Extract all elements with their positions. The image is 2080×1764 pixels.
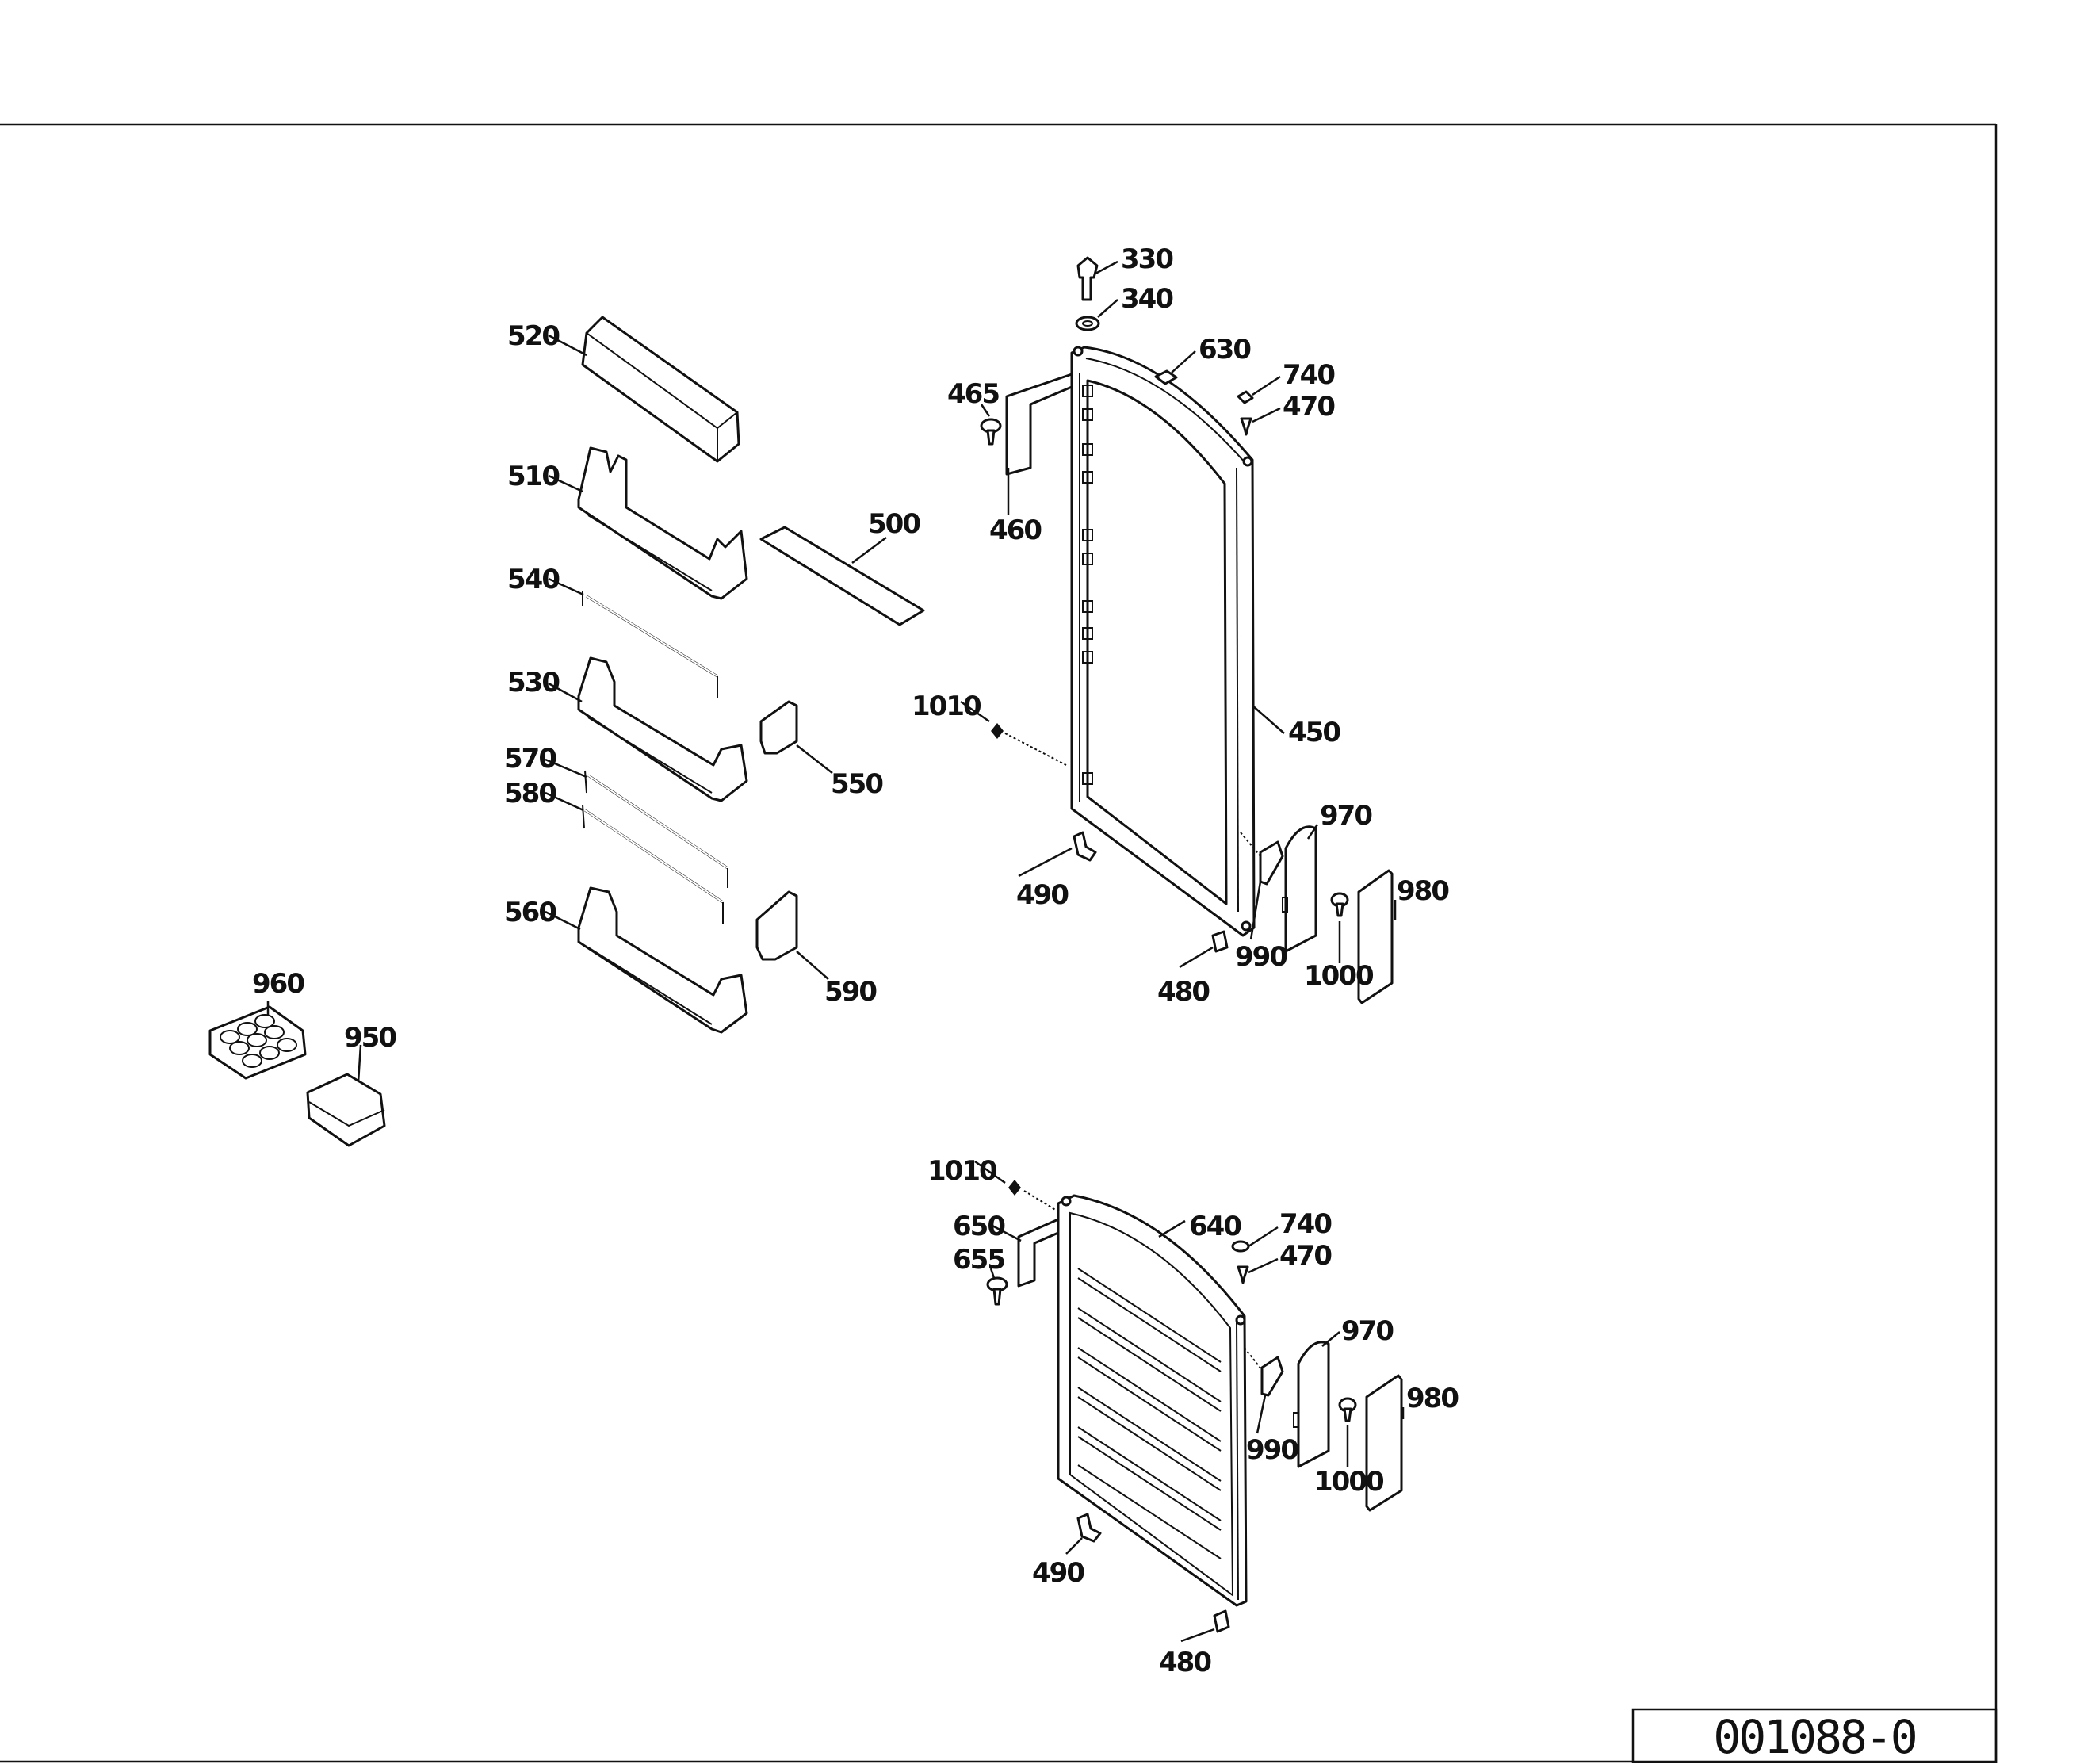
plug-1010b [1008,1180,1021,1196]
upper-door-frame [1070,346,1256,937]
label-550: 550 [831,768,883,800]
label-465: 465 [947,378,999,410]
egg-tray-960 [208,1005,307,1080]
panel-980b [1365,1374,1403,1512]
label-1010-lower: 1010 [927,1155,997,1187]
label-480: 480 [1157,976,1210,1008]
strip-500 [759,526,925,626]
label-580: 580 [504,778,556,809]
hinge-pin-330 [1076,256,1099,301]
screw-470a [1240,417,1252,436]
hinge-990a [1259,840,1284,886]
label-490: 490 [1016,879,1069,911]
screw-1000b [1338,1397,1357,1422]
label-990: 990 [1235,941,1287,973]
label-450: 450 [1288,717,1340,748]
divider-550 [759,700,798,755]
hinge-480a [1211,930,1229,953]
label-490-lower: 490 [1032,1557,1084,1589]
rod-580 [582,804,724,924]
label-980-lower: 980 [1406,1383,1459,1414]
screw-465 [980,418,1002,446]
label-1010: 1010 [912,691,981,722]
screw-470b [1237,1265,1249,1284]
label-520: 520 [507,320,560,352]
hinge-bracket-460 [1005,373,1073,476]
part-labels: 330 340 630 740 470 465 460 520 510 500 … [252,243,1460,1678]
label-970-lower: 970 [1341,1315,1394,1347]
shelf-cover-520 [581,316,740,463]
label-640: 640 [1189,1211,1241,1242]
label-330: 330 [1121,243,1173,275]
label-960: 960 [252,968,304,1000]
divider-590 [755,890,798,961]
label-470: 470 [1283,391,1335,423]
drawing-frame [0,123,1998,1763]
label-510: 510 [507,461,560,492]
plug-1010a [991,723,1004,739]
drawing-number: 001088-0 [1713,1710,1918,1764]
label-970: 970 [1320,800,1372,832]
hinge-bracket-650 [1017,1218,1060,1288]
label-1000: 1000 [1304,960,1374,992]
washer-340 [1075,316,1100,331]
label-500: 500 [868,508,920,540]
plug-740b [1231,1240,1250,1253]
panel-980a [1357,869,1394,1004]
label-630: 630 [1199,334,1251,365]
door-shelf-510 [577,446,748,600]
label-460: 460 [989,515,1042,546]
label-540: 540 [507,564,560,595]
leader-lines [266,260,1405,1643]
label-560: 560 [504,897,556,928]
plug-740a [1237,390,1254,404]
lower-door-frame [1057,1194,1248,1607]
cap-630 [1154,369,1178,385]
label-650: 650 [953,1211,1005,1242]
door-shelf-560 [577,886,748,1034]
label-570: 570 [504,743,556,775]
door-shelf-530 [577,656,748,802]
label-1000-lower: 1000 [1314,1466,1384,1498]
hinge-490b [1076,1513,1102,1543]
label-530: 530 [507,667,560,698]
cover-970a [1284,825,1317,953]
screw-1000a [1330,892,1349,917]
label-470-lower: 470 [1279,1240,1332,1272]
tray-950 [306,1073,386,1147]
hinge-990b [1260,1356,1284,1397]
label-990-lower: 990 [1246,1434,1298,1466]
label-590: 590 [824,976,877,1008]
label-655: 655 [953,1244,1004,1276]
hinge-480b [1213,1609,1230,1633]
label-980: 980 [1397,875,1449,907]
screw-655 [986,1276,1008,1306]
rod-570 [584,770,728,888]
hinge-490a [1072,831,1097,862]
cover-970b [1297,1341,1330,1468]
label-740-lower: 740 [1279,1208,1332,1240]
label-740: 740 [1283,359,1335,391]
label-480-lower: 480 [1159,1647,1211,1678]
label-950: 950 [344,1022,396,1054]
label-340: 340 [1121,283,1173,315]
